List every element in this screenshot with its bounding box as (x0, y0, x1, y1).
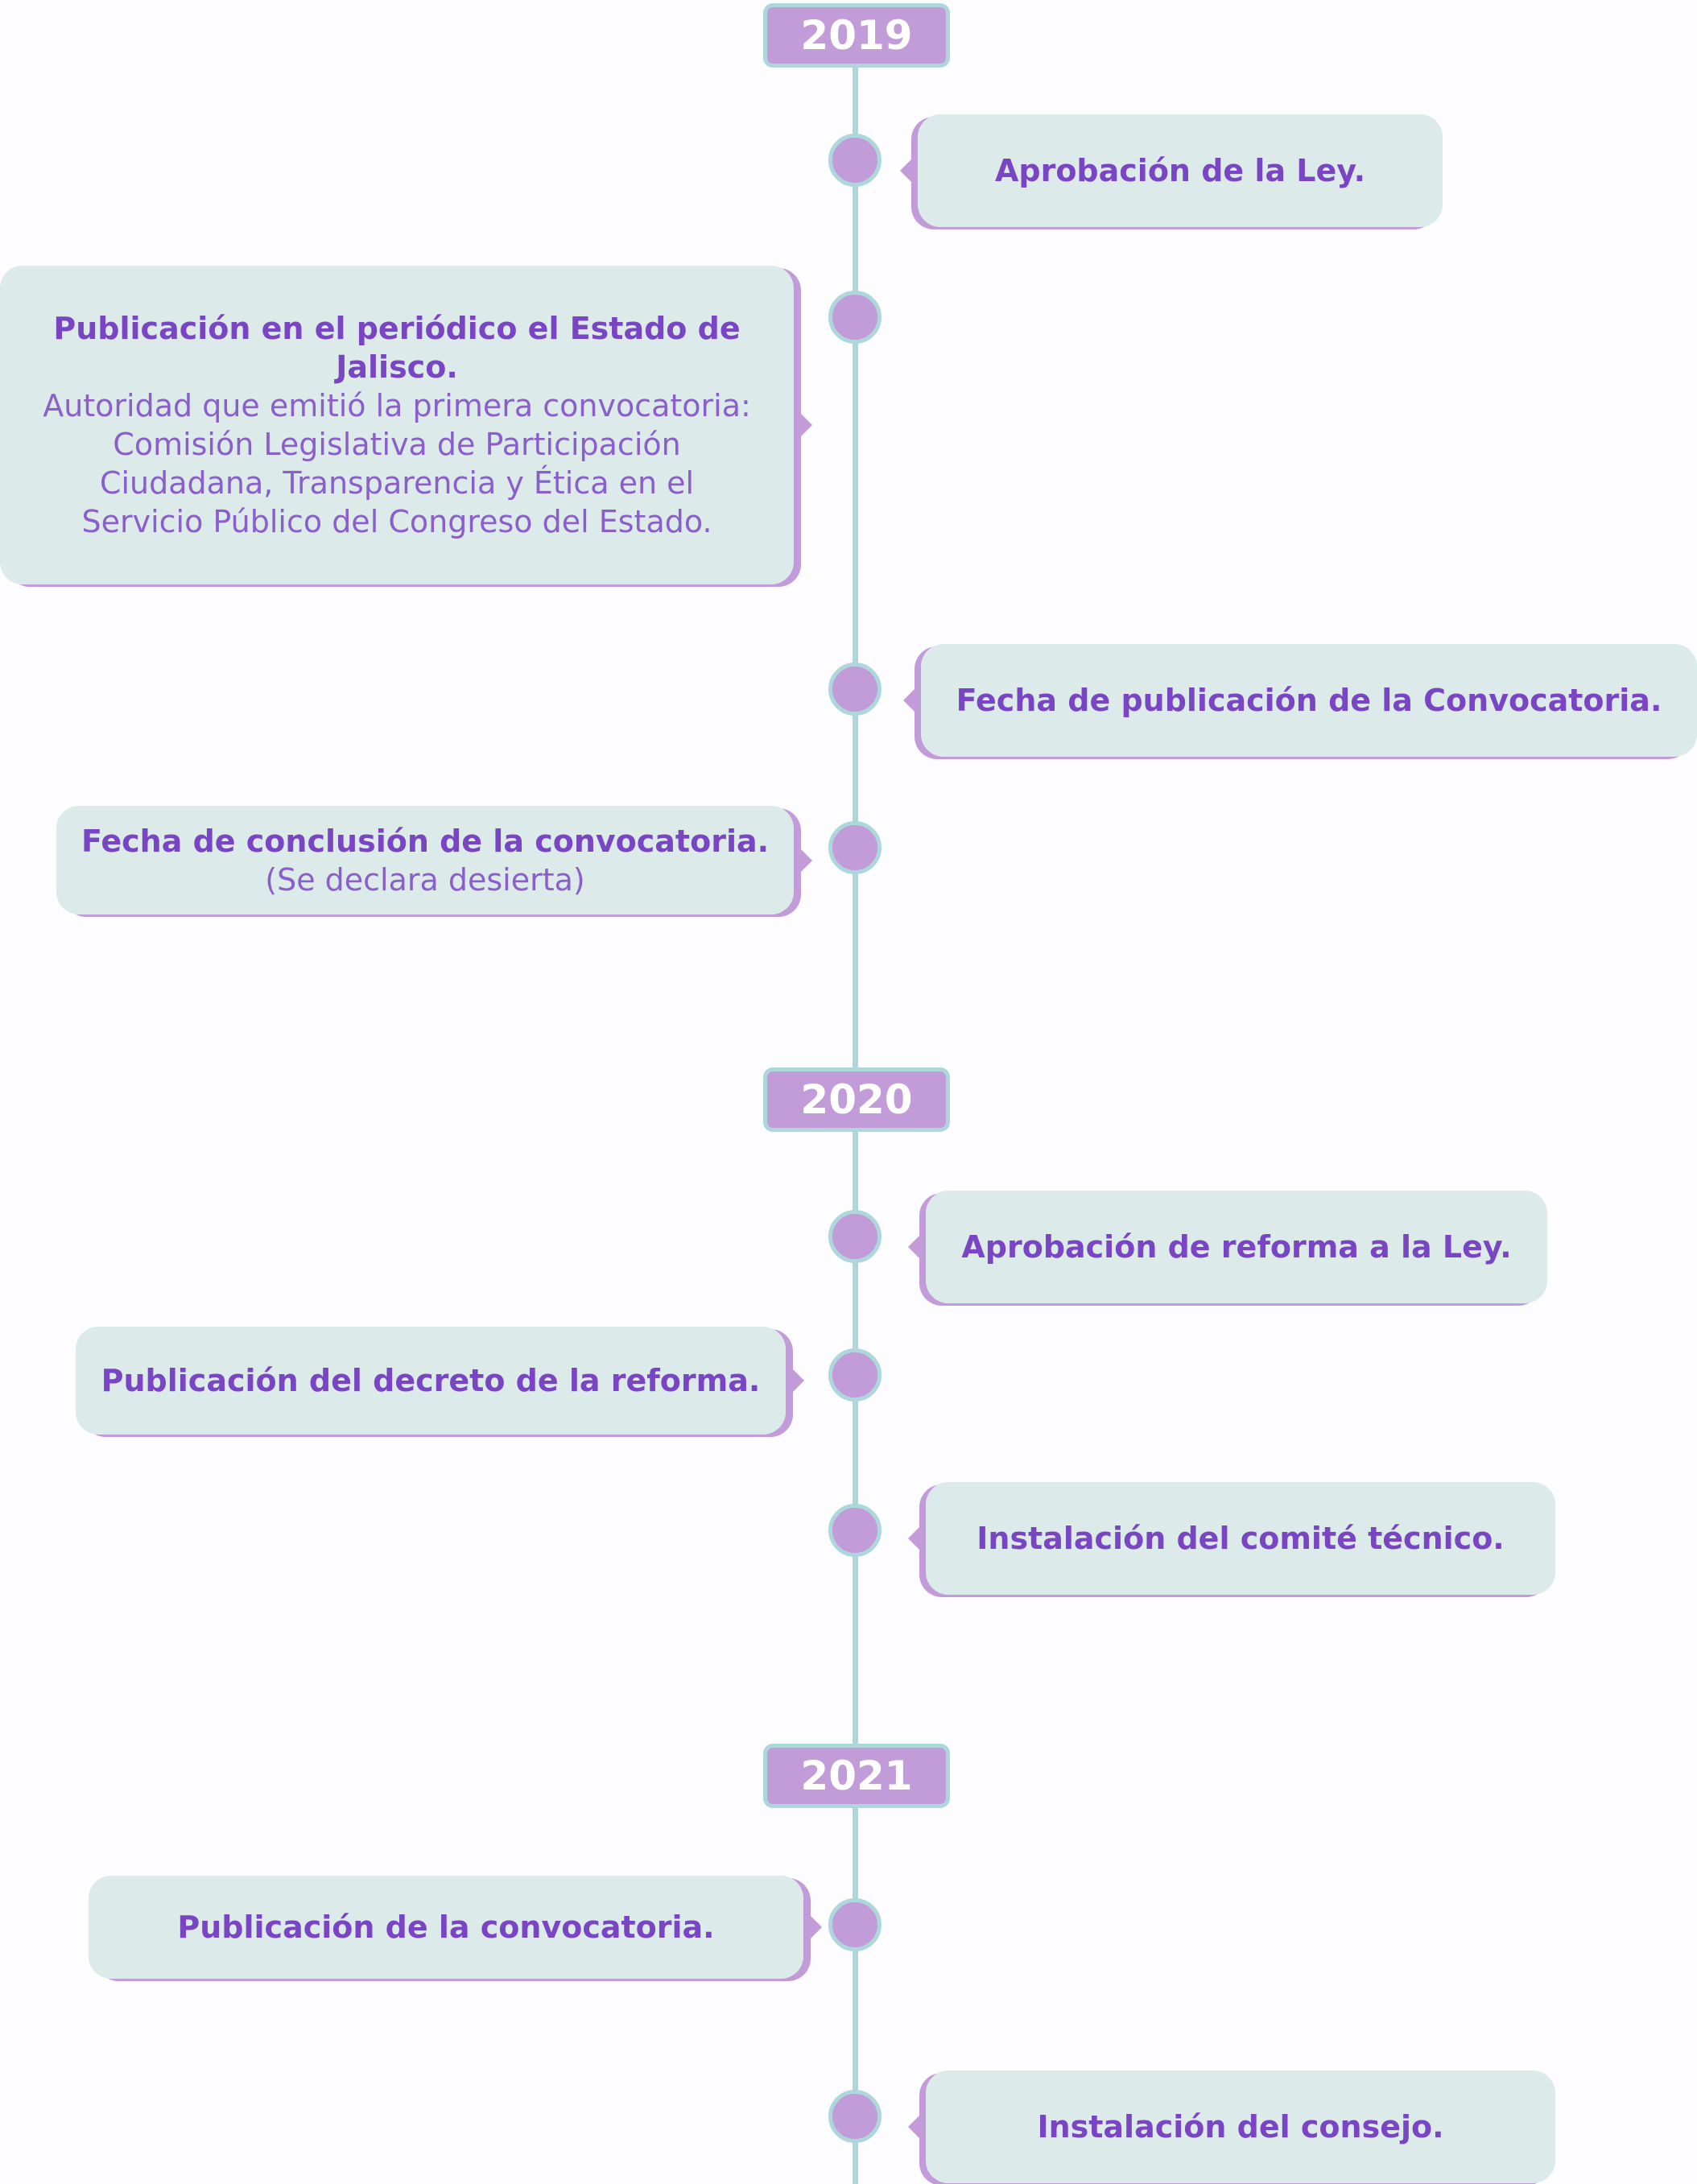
event-title: Instalación del consejo. (1037, 2109, 1444, 2145)
event-card: Instalación del consejo. (908, 2070, 1555, 2183)
event-title: Aprobación de la Ley. (994, 153, 1366, 188)
event-card: Fecha de conclusión de la convocatoria. … (56, 806, 812, 914)
event-card: Publicación en el periódico el Estado de… (0, 266, 812, 584)
event-card: Aprobación de reforma a la Ley. (908, 1191, 1547, 1303)
timeline-dot (828, 1210, 882, 1263)
event-title: Fecha de conclusión de la convocatoria. (81, 823, 770, 859)
year-badge-2021: 2021 (763, 1744, 950, 1808)
event-title: Publicación del decreto de la reforma. (101, 1363, 761, 1398)
timeline-dot (828, 1348, 882, 1402)
timeline-dot (828, 134, 882, 187)
event-title: Publicación de la convocatoria. (177, 1909, 715, 1945)
event-title: Aprobación de reforma a la Ley. (961, 1229, 1512, 1265)
event-title: Fecha de publicación de la Convocatoria. (956, 683, 1662, 718)
event-card: Aprobación de la Ley. (900, 114, 1443, 227)
event-card: Publicación de la convocatoria. (89, 1876, 822, 1979)
event-detail: (Se declara desierta) (265, 861, 585, 898)
timeline-dot (828, 663, 882, 716)
event-card: Fecha de publicación de la Convocatoria. (903, 644, 1697, 757)
timeline-dot (828, 1504, 882, 1557)
timeline-dot (828, 291, 882, 344)
timeline-dot (828, 2090, 882, 2143)
event-card: Instalación del comité técnico. (908, 1482, 1555, 1595)
event-title: Instalación del comité técnico. (976, 1521, 1505, 1556)
timeline-dot (828, 1898, 882, 1951)
event-title: Publicación en el periódico el Estado de… (53, 311, 741, 385)
year-badge-2020: 2020 (763, 1067, 950, 1132)
event-card: Publicación del decreto de la reforma. (76, 1327, 804, 1435)
year-badge-2019: 2019 (763, 3, 950, 68)
event-detail: Autoridad que emitió la primera convocat… (43, 388, 751, 539)
timeline-dot (828, 821, 882, 874)
